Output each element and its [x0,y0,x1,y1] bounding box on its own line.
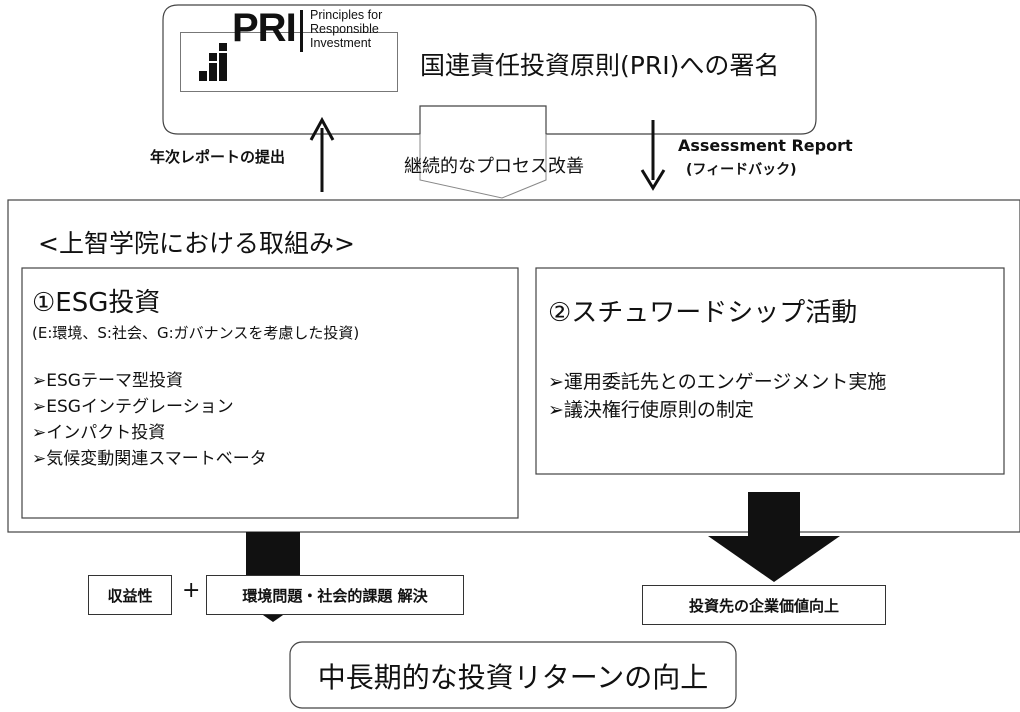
panel-stewardship-frame [535,267,1005,475]
esg-title: ①ESG投資 [32,288,161,318]
pri-tagline-line: Responsible [310,22,379,36]
esg-list: ➢ESGテーマ型投資 ➢ESGインテグレーション ➢インパクト投資 ➢気候変動関… [32,368,267,472]
pri-tagline-line: Principles for [310,8,383,22]
panel-esg-frame [21,267,519,519]
list-item: ➢ESGテーマ型投資 [32,371,183,391]
pri-tagline: Principles for Responsible Investment [310,8,400,50]
stewardship-title: ②スチュワードシップ活動 [548,298,858,328]
pri-logo-text: PRI [232,6,297,50]
process-connector [419,134,547,199]
bottom-title: 中長期的な投資リターンの向上 [317,661,709,694]
main-frame [7,199,1020,533]
pri-frame [162,4,817,135]
down-arrow-icon [640,120,666,191]
pri-title: 国連責任投資原則(PRI)への署名 [420,51,780,80]
list-item: ➢気候変動関連スマートベータ [32,449,267,469]
feedback-label: (フィードバック) [686,162,797,178]
block-arrow-right-icon [708,492,840,582]
list-item: ➢ESGインテグレーション [32,397,234,417]
profitability-box: 収益性 [88,575,172,615]
pri-bars-icon [199,43,227,81]
pri-tagline-line: Investment [310,36,372,50]
list-item: ➢運用委託先とのエンゲージメント実施 [548,371,887,393]
main-heading: <上智学院における取組み> [38,229,355,258]
assessment-report-label: Assessment Report [678,136,853,155]
pri-logo [180,32,398,92]
up-arrow-icon [309,116,335,192]
bottom-frame [289,641,737,709]
annual-report-label: 年次レポートの提出 [150,148,286,166]
list-item: ➢インパクト投資 [32,423,166,443]
pri-divider [300,10,303,52]
process-improvement-label: 継続的なプロセス改善 [404,156,584,177]
esg-subtitle: (E:環境、S:社会、G:ガバナンスを考慮した投資) [32,324,360,342]
solution-box: 環境問題・社会的課題 解決 [206,575,464,615]
plus-sign: + [182,578,201,603]
corporate-value-box: 投資先の企業価値向上 [642,585,886,625]
list-item: ➢議決権行使原則の制定 [548,399,754,421]
stewardship-list: ➢運用委託先とのエンゲージメント実施 ➢議決権行使原則の制定 [548,368,886,424]
